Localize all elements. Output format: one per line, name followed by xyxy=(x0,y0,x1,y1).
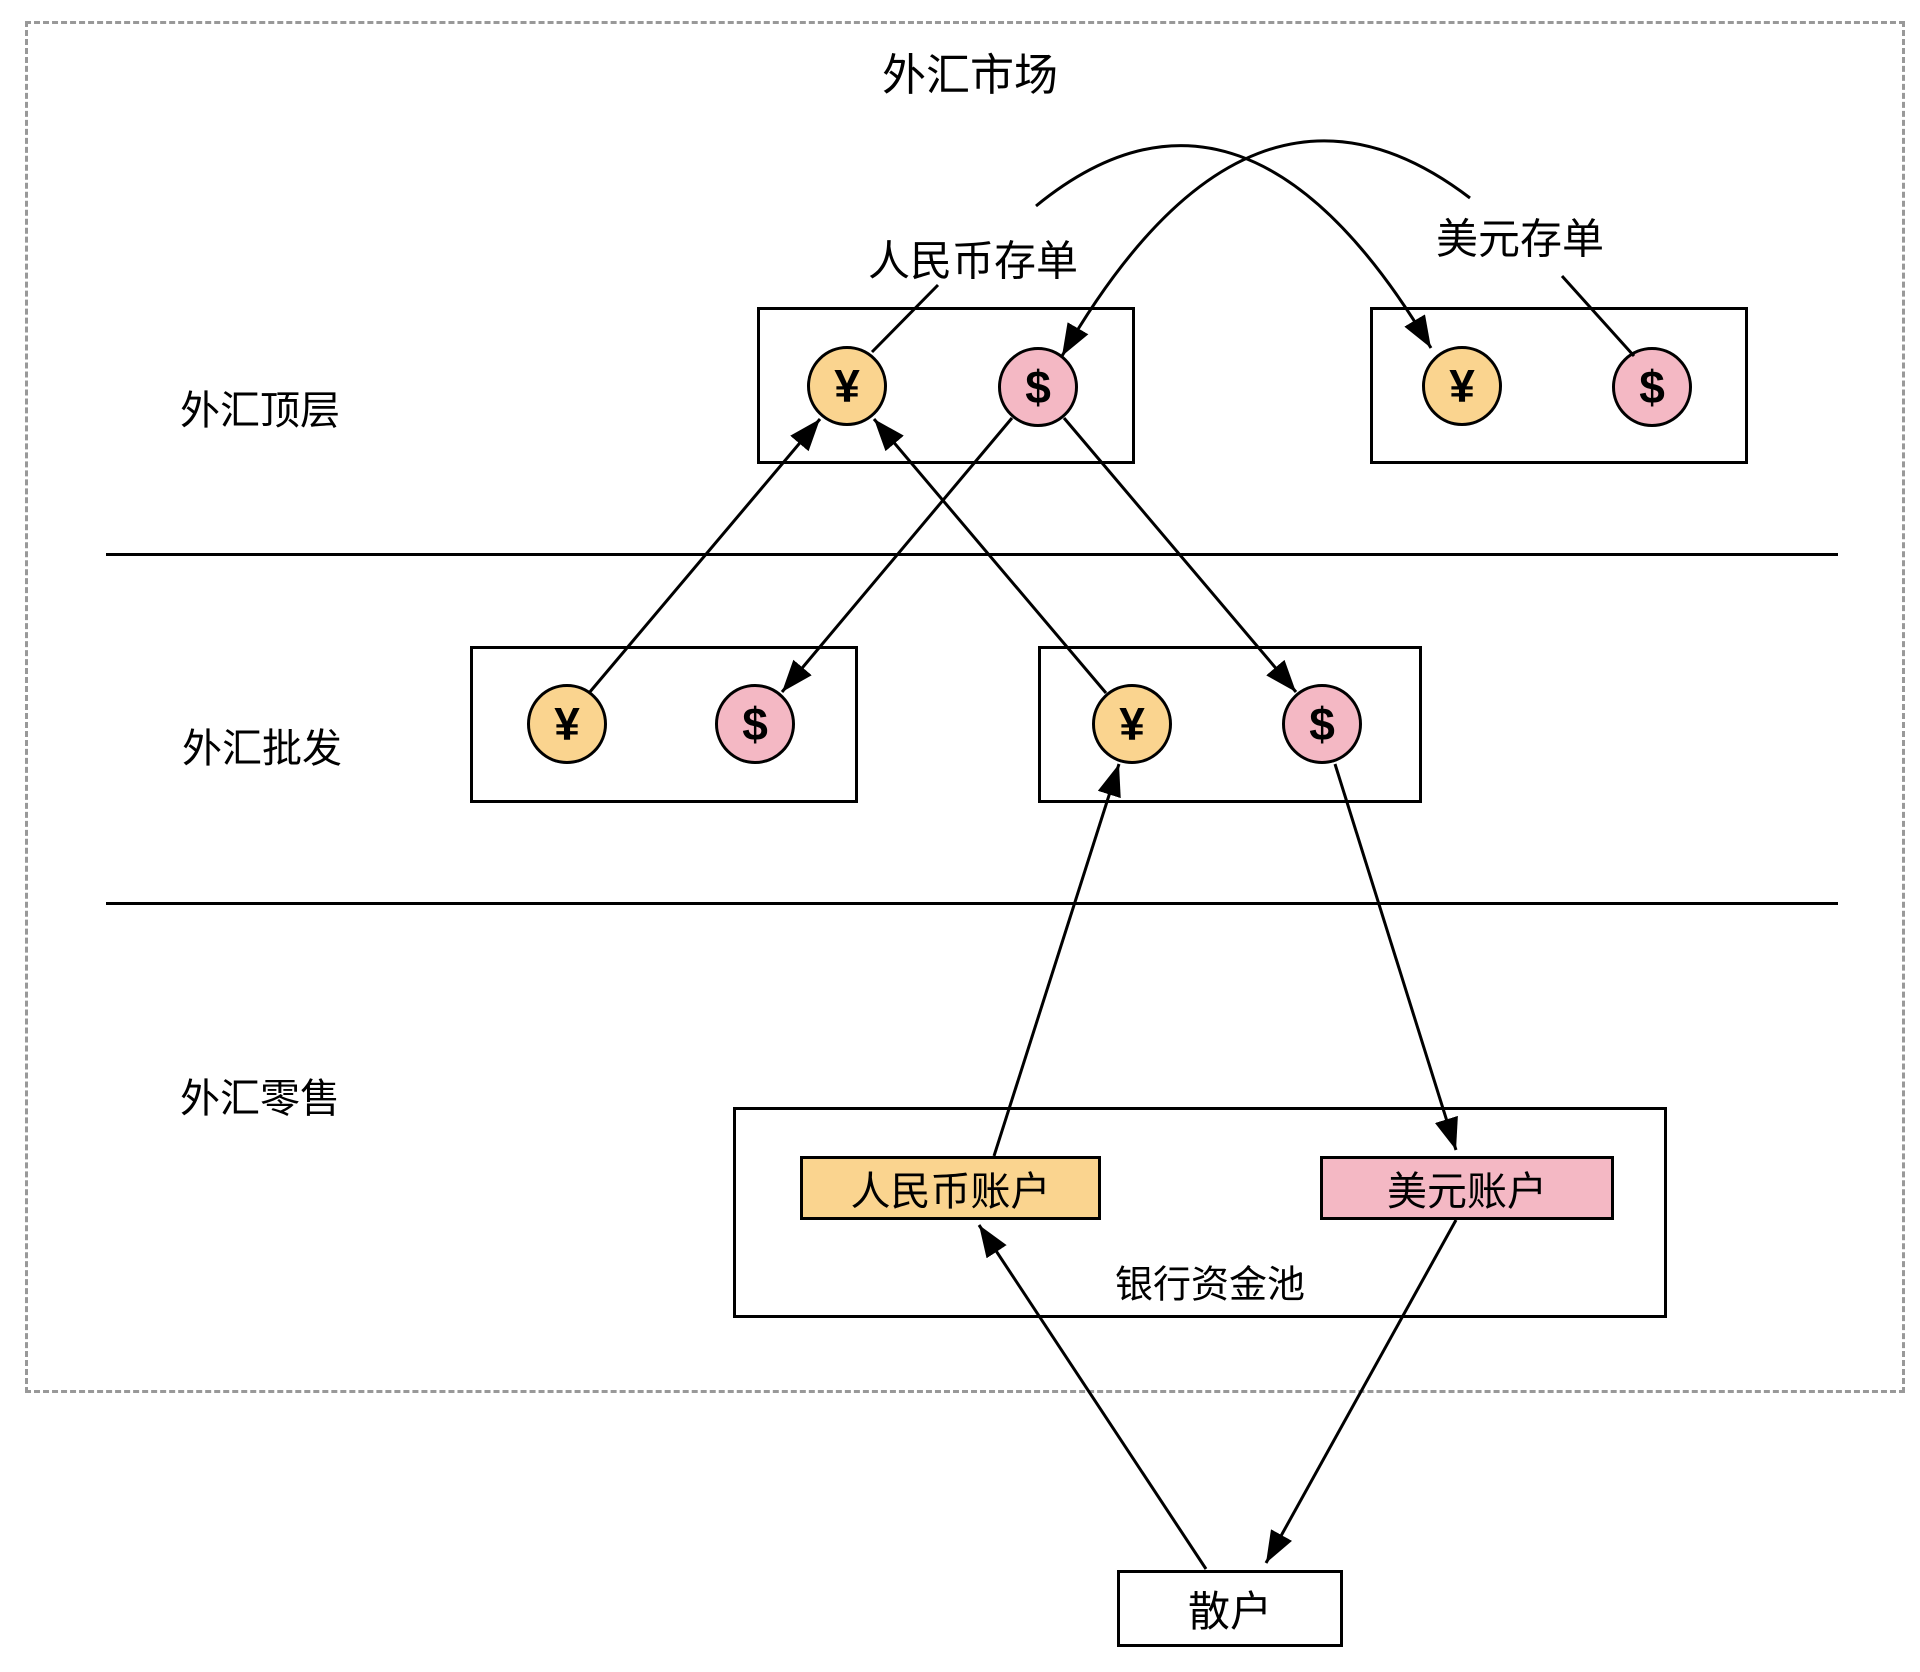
retail-customers-label: 散户 xyxy=(1187,1588,1272,1635)
wholesale-right-yuan-coin: ¥ xyxy=(1092,684,1172,764)
yuan-symbol: ¥ xyxy=(1449,360,1475,412)
wholesale-left-yuan-coin: ¥ xyxy=(527,684,607,764)
diagram-title: 外汇市场 xyxy=(882,51,1058,100)
rmb-account-box: 人民币账户 xyxy=(800,1156,1101,1220)
usd-cd-label: 美元存单 xyxy=(1435,215,1605,263)
dollar-symbol: $ xyxy=(742,698,768,750)
usd-account-label: 美元账户 xyxy=(1387,1170,1547,1214)
layer-label-wholesale: 外汇批发 xyxy=(182,727,342,771)
top-left-dollar-coin: $ xyxy=(998,347,1078,427)
dollar-symbol: $ xyxy=(1025,361,1051,413)
retail-customers-box: 散户 xyxy=(1117,1570,1343,1647)
bank-pool-label: 银行资金池 xyxy=(1114,1264,1306,1307)
top-right-yuan-coin: ¥ xyxy=(1422,346,1502,426)
yuan-symbol: ¥ xyxy=(554,698,580,750)
top-right-dollar-coin: $ xyxy=(1612,347,1692,427)
dollar-symbol: $ xyxy=(1309,698,1335,750)
layer-label-retail: 外汇零售 xyxy=(180,1077,340,1121)
yuan-symbol: ¥ xyxy=(1119,698,1145,750)
dollar-symbol: $ xyxy=(1639,361,1665,413)
usd-account-box: 美元账户 xyxy=(1320,1156,1614,1220)
divider-top-wholesale xyxy=(106,553,1838,556)
wholesale-right-dollar-coin: $ xyxy=(1282,684,1362,764)
rmb-cd-label: 人民币存单 xyxy=(867,237,1079,285)
rmb-account-label: 人民币账户 xyxy=(850,1170,1051,1214)
divider-wholesale-retail xyxy=(106,902,1838,905)
yuan-symbol: ¥ xyxy=(834,360,860,412)
wholesale-left-dollar-coin: $ xyxy=(715,684,795,764)
top-left-yuan-coin: ¥ xyxy=(807,346,887,426)
forex-market-dashed-boundary xyxy=(25,21,1905,1393)
layer-label-top: 外汇顶层 xyxy=(180,389,340,433)
